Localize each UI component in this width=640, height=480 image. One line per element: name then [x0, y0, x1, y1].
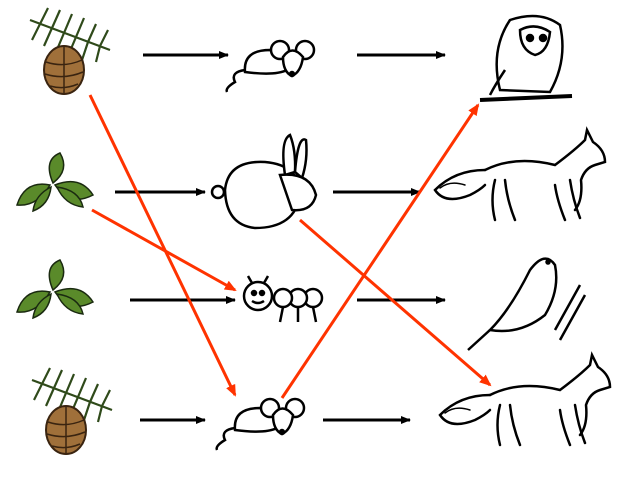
fox-icon: [433, 128, 607, 222]
arrow-leaf-to-caterpillar-cross: [91, 208, 237, 292]
mouse-icon: [225, 39, 316, 94]
mouse-icon: [215, 397, 306, 452]
pine-cone-icon: [28, 6, 112, 96]
arrow-pine-to-mouse-cross: [88, 94, 237, 397]
black-arrows: [115, 51, 446, 424]
red-arrows: [88, 94, 492, 399]
fox-icon: [438, 353, 612, 447]
leaf-plant-icon: [16, 152, 94, 212]
pine-cone-icon: [30, 366, 114, 456]
owl-icon: [479, 14, 573, 102]
rabbit-icon: [210, 133, 318, 230]
leaf-plant-icon: [16, 259, 94, 319]
arrow-rabbit-to-fox-cross: [299, 218, 492, 387]
caterpillar-icon: [242, 275, 324, 323]
bird-icon: [467, 257, 587, 351]
arrow-mouse-to-owl-cross: [280, 103, 480, 399]
